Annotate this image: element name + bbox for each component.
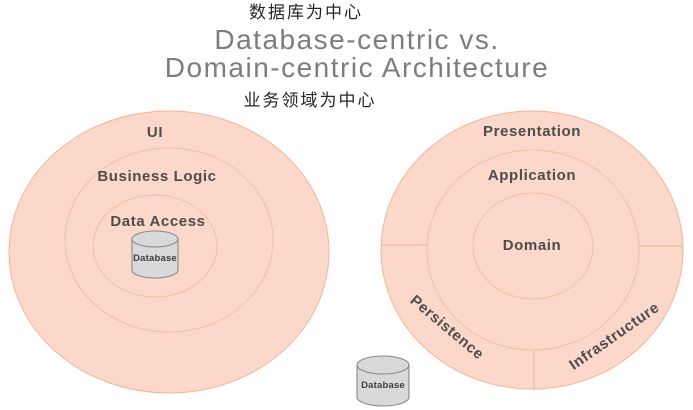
left-layer-label-ui: UI — [147, 124, 163, 141]
cylinder-top — [131, 230, 179, 248]
main-title-line2: Domain-centric Architecture — [165, 52, 549, 83]
left-database-cylinder-icon: Database — [131, 230, 179, 279]
cylinder-body — [356, 365, 410, 407]
main-title-line1: Database-centric vs. — [214, 24, 499, 55]
left-diagram-database-centric: UI Business Logic Data Access Database — [8, 110, 330, 394]
right-layer-label-application: Application — [488, 167, 576, 184]
annotation-domain-centric-cn: 业务领域为中心 — [244, 91, 377, 110]
left-layer-label-data-access: Data Access — [110, 213, 205, 230]
right-diagram-domain-centric: Presentation Application Domain Persiste… — [380, 110, 684, 390]
left-layer-label-business-logic: Business Logic — [97, 168, 216, 185]
external-database-label: Database — [361, 380, 405, 391]
cylinder-top — [356, 355, 410, 375]
right-layer-label-presentation: Presentation — [483, 123, 581, 140]
annotation-database-centric-cn: 数据库为中心 — [249, 3, 363, 22]
right-middle-circle-application — [426, 149, 640, 351]
left-database-label: Database — [133, 253, 177, 264]
external-database-cylinder-icon: Database — [356, 355, 410, 407]
right-layer-label-domain: Domain — [503, 237, 562, 254]
left-inner-circle-data-access — [92, 194, 218, 298]
cylinder-body — [131, 239, 179, 279]
left-middle-circle-business-logic — [64, 147, 274, 333]
right-inner-circle-domain — [472, 192, 594, 300]
